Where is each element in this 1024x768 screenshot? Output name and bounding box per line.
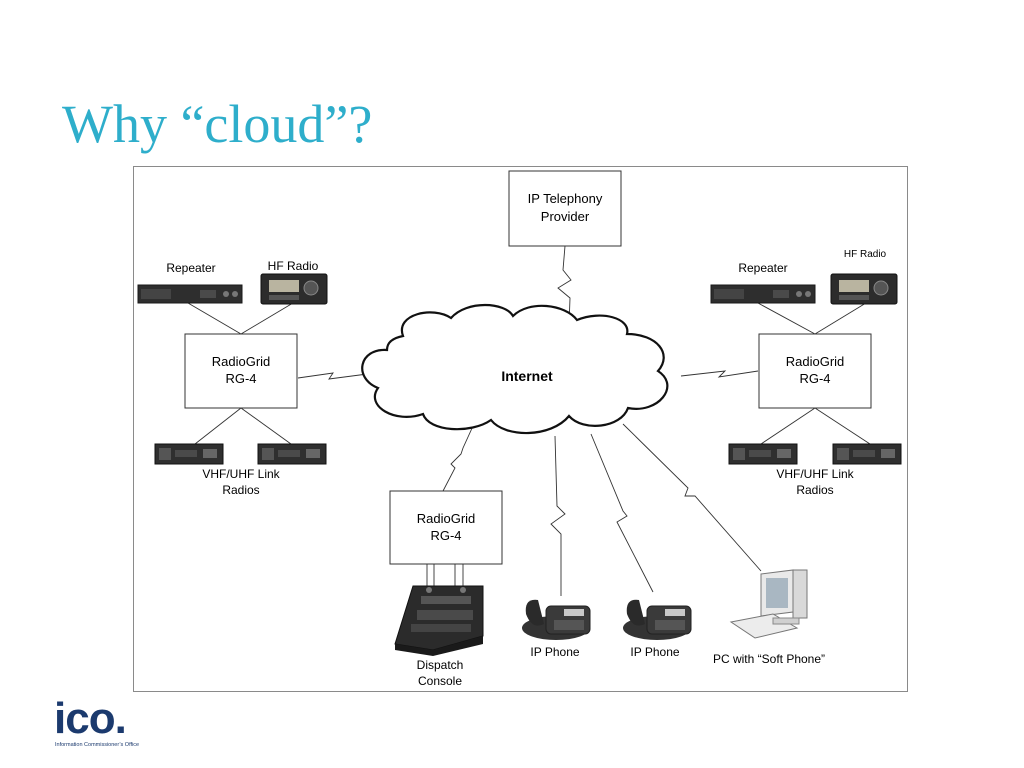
ico-logo-subtitle: Information Commissioner’s Office (55, 742, 140, 748)
right-repeater-icon (710, 284, 816, 304)
left-link-radio-icon-1 (154, 443, 224, 465)
link-center-gateway (442, 425, 474, 492)
center-site: RadioGrid RG-4 Dispatch Console (389, 490, 503, 688)
ip-phone-icon-2 (622, 599, 692, 641)
pc-label: PC with “Soft Phone” (713, 652, 825, 666)
pc-icon (729, 569, 808, 639)
left-site: Repeater HF Radio RadioGrid RG-4 VHF/UHF… (137, 259, 328, 497)
left-gateway-line2: RG-4 (225, 371, 256, 386)
right-gateway-box (758, 333, 872, 409)
right-links-line2: Radios (796, 483, 833, 497)
left-hf-radio-icon (260, 273, 328, 305)
link-telephony (557, 245, 572, 327)
link-pc (622, 423, 762, 572)
link-right-gateway (680, 370, 759, 378)
ip-telephony-box (508, 170, 622, 247)
dispatch-console-icon (394, 585, 484, 656)
right-site: Repeater HF Radio RadioGrid RG-4 VHF/UHF… (710, 249, 902, 497)
right-gateway-line2: RG-4 (799, 371, 830, 386)
right-link-radio-icon-1 (728, 443, 798, 465)
left-link-radio-icon-2 (257, 443, 327, 465)
left-hf-label: HF Radio (268, 259, 319, 273)
ico-logo-word: ico. (54, 694, 127, 743)
right-gateway-line1: RadioGrid (786, 354, 845, 369)
ico-logo: ico. Information Commissioner’s Office (54, 696, 164, 752)
left-repeater-icon (137, 284, 243, 304)
left-gateway-box (184, 333, 298, 409)
ip-phone-icon-1 (521, 599, 591, 641)
link-phone-2 (590, 433, 654, 593)
center-gateway-line1: RadioGrid (417, 511, 476, 526)
ip-phone-1-label: IP Phone (530, 645, 579, 659)
right-links-line1: VHF/UHF Link (776, 467, 854, 481)
internet-label: Internet (501, 368, 553, 384)
center-gateway-box (389, 490, 503, 565)
slide-title: Why “cloud”? (62, 94, 373, 154)
left-gateway-line1: RadioGrid (212, 354, 271, 369)
ip-phone-2-label: IP Phone (630, 645, 679, 659)
right-repeater-label: Repeater (738, 261, 787, 275)
dispatch-console-line1: Dispatch (417, 658, 464, 672)
link-left-gateway (297, 372, 376, 380)
right-hf-label: HF Radio (844, 249, 887, 260)
internet-cloud: Internet (361, 304, 669, 435)
dispatch-console-line2: Console (418, 674, 462, 688)
link-phone-1 (550, 435, 566, 596)
left-links-line1: VHF/UHF Link (202, 467, 280, 481)
ip-telephony-line1: IP Telephony (528, 191, 603, 206)
connectors (187, 245, 871, 596)
network-diagram: Internet IP Telephony Provider Repeater … (133, 166, 908, 692)
left-repeater-label: Repeater (166, 261, 215, 275)
right-link-radio-icon-2 (832, 443, 902, 465)
left-links-line2: Radios (222, 483, 259, 497)
right-hf-radio-icon (830, 273, 898, 305)
ip-telephony-line2: Provider (541, 209, 590, 224)
center-gateway-line2: RG-4 (430, 528, 461, 543)
